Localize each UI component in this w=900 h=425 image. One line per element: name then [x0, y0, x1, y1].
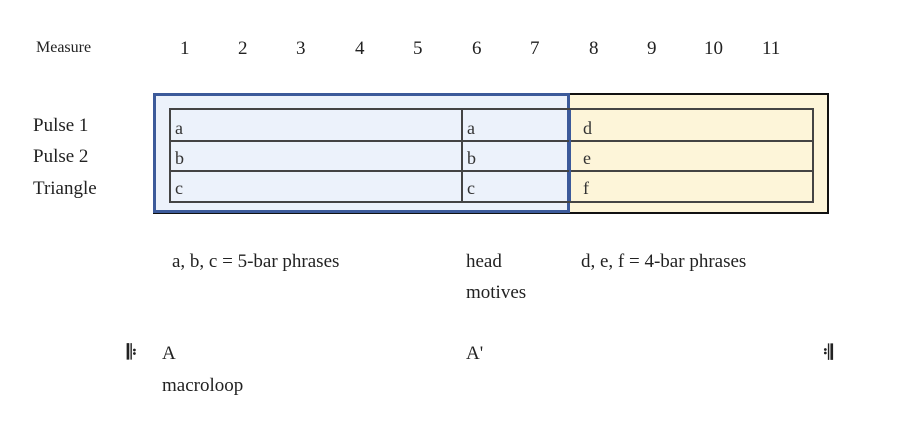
caption-def: d, e, f = 4-bar phrases [581, 251, 747, 272]
phrase-grid: a b c a b c d e f [169, 108, 814, 203]
section-a-box [153, 93, 570, 213]
measure-number: 2 [238, 38, 248, 59]
caption-abc: a, b, c = 5-bar phrases [172, 251, 340, 272]
row-divider [171, 170, 812, 172]
start-repeat-icon: 𝄆 [127, 342, 137, 364]
row-divider [171, 140, 812, 142]
cell: e [583, 148, 591, 168]
caption-head: head [466, 251, 502, 272]
cell: b [467, 148, 476, 168]
measure-label: Measure [36, 39, 92, 56]
cell: a [175, 118, 183, 138]
cell: b [175, 148, 184, 168]
column-divider [461, 110, 463, 201]
macroloop-label: macroloop [162, 375, 244, 396]
end-repeat-icon: 𝄇 [823, 342, 833, 364]
measure-number: 1 [180, 38, 190, 59]
measure-number: 11 [762, 38, 781, 59]
row-label-pulse2: Pulse 2 [33, 146, 89, 167]
cell: c [175, 178, 183, 198]
column-divider [569, 110, 571, 201]
measure-number: 8 [589, 38, 599, 59]
cell: f [583, 178, 589, 198]
row-label-triangle: Triangle [33, 178, 97, 199]
measure-number: 7 [530, 38, 540, 59]
measure-number: 3 [296, 38, 306, 59]
measure-number: 6 [472, 38, 482, 59]
cell: c [467, 178, 475, 198]
measure-number: 10 [704, 38, 723, 59]
cell: a [467, 118, 475, 138]
measure-number: 5 [413, 38, 423, 59]
measure-number: 4 [355, 38, 365, 59]
caption-motives: motives [466, 282, 527, 303]
cell: d [583, 118, 592, 138]
measure-number: 9 [647, 38, 657, 59]
section-a-label: A [162, 343, 176, 364]
row-label-pulse1: Pulse 1 [33, 115, 89, 136]
section-a-prime-label: A' [466, 343, 484, 364]
